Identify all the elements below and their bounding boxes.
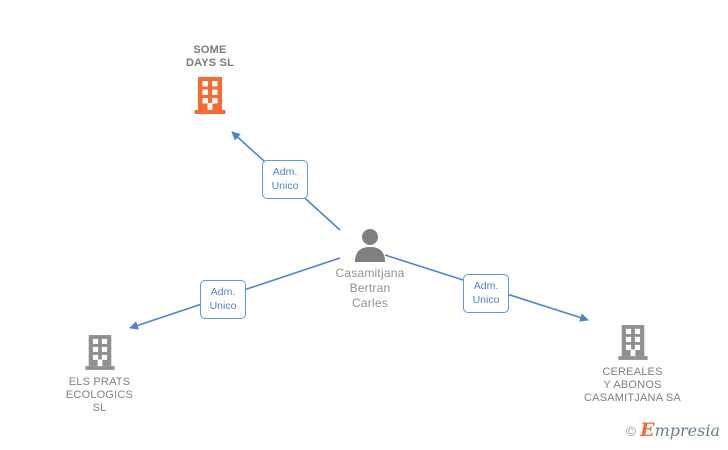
copyright-icon: © (625, 422, 637, 439)
node-label-els-prats: ELS PRATS ECOLOGICS SL (65, 376, 134, 414)
node-company-cereales[interactable]: CEREALES Y ABONOS CASAMITJANA SA (565, 323, 700, 405)
node-company-some-days[interactable]: SOME DAYS SL (155, 44, 265, 115)
edge-label-els-prats[interactable]: Adm. Unico (200, 280, 246, 319)
node-label-cereales: CEREALES Y ABONOS CASAMITJANA SA (584, 366, 681, 404)
building-icon (617, 325, 648, 360)
brand-initial: E (640, 419, 655, 441)
person-icon (355, 229, 385, 262)
building-icon (194, 77, 226, 114)
node-person-casamitjana[interactable]: Casamitjana Bertran Carles (300, 228, 440, 311)
watermark-empresia: © E mpresia (626, 421, 720, 440)
building-icon (84, 335, 115, 370)
edge-label-cereales[interactable]: Adm. Unico (463, 274, 509, 313)
node-label-some-days: SOME DAYS SL (185, 44, 235, 69)
node-company-els-prats[interactable]: ELS PRATS ECOLOGICS SL (42, 333, 157, 415)
node-label-casamitjana: Casamitjana Bertran Carles (335, 266, 405, 310)
edge-label-some-days[interactable]: Adm. Unico (262, 160, 308, 199)
brand-name: mpresia (654, 420, 720, 440)
